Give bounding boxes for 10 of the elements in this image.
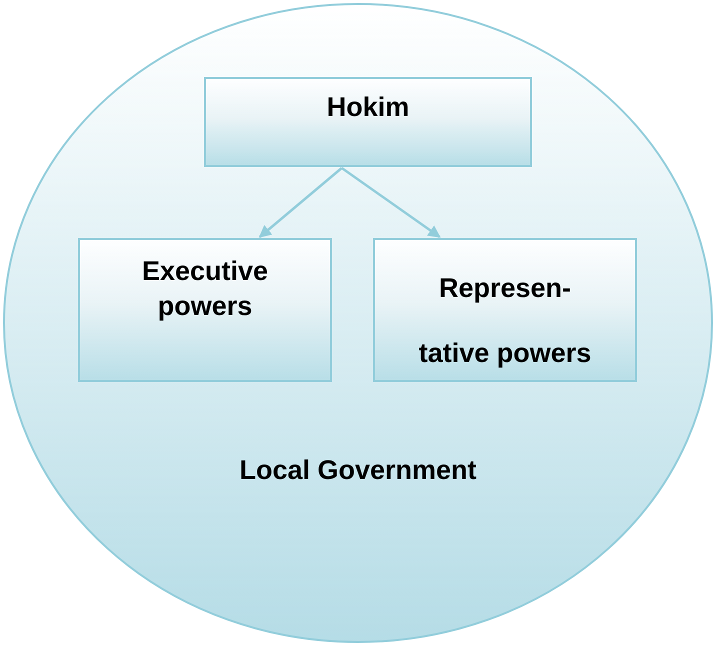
process-box xyxy=(373,238,637,382)
ellipse-region xyxy=(3,3,713,643)
box-label: Represen- tative powers xyxy=(418,272,592,370)
box-label: Hokim xyxy=(326,91,410,124)
process-box xyxy=(204,77,532,167)
process-box xyxy=(78,238,332,382)
box-label: Executive powers xyxy=(140,255,270,324)
arrow xyxy=(341,166,441,238)
arrow xyxy=(258,167,343,238)
region-label: Local Government xyxy=(238,455,478,486)
